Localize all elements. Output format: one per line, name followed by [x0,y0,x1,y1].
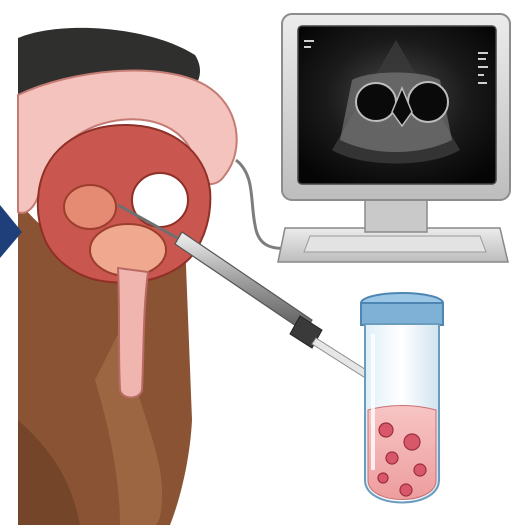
follicle-left [356,83,396,121]
ovary-lower [90,224,166,276]
tubular-tissue [118,268,148,398]
ultrasound-monitor [236,14,510,262]
follicle-right [408,82,448,122]
animal-anatomy [18,28,237,525]
ovary [64,185,116,229]
monitor-keyboard [304,236,486,252]
vial-cap [361,303,443,325]
monitor-stand [365,196,427,232]
sample-vial [361,293,443,503]
